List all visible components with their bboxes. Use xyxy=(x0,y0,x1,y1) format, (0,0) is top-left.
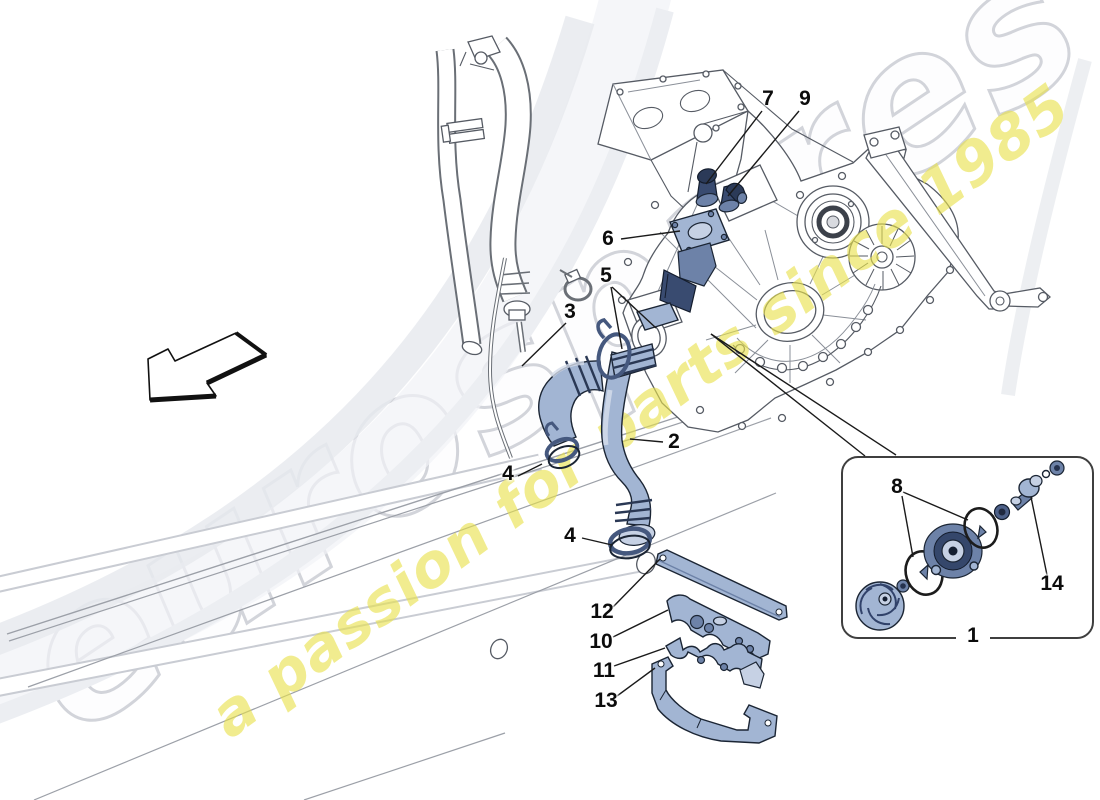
engine-assembly xyxy=(597,69,1051,433)
part-5-gasket xyxy=(636,302,679,331)
upper-hoses xyxy=(435,35,593,459)
part-13-bracket xyxy=(651,656,778,744)
part-11-bracket xyxy=(665,636,765,689)
pump-o-ring-right xyxy=(963,507,999,549)
loose-hose-clamp xyxy=(559,268,593,302)
part-3-hose xyxy=(538,355,604,470)
timing-chain xyxy=(732,283,882,374)
leader-lines xyxy=(517,110,1048,697)
part-4-clamp-upper xyxy=(544,421,581,470)
chassis-pipes xyxy=(0,391,777,800)
pump-shaft-bearing xyxy=(1010,474,1043,511)
support-arm xyxy=(863,126,1051,312)
water-pump-inset-box xyxy=(841,456,1094,648)
part-6-water-union xyxy=(659,208,730,313)
part-7-sensor xyxy=(695,168,719,208)
part-9-sensor xyxy=(718,182,748,213)
pump-impeller xyxy=(855,581,905,631)
direction-arrow-icon xyxy=(147,331,268,403)
part-2-hose xyxy=(596,318,657,560)
